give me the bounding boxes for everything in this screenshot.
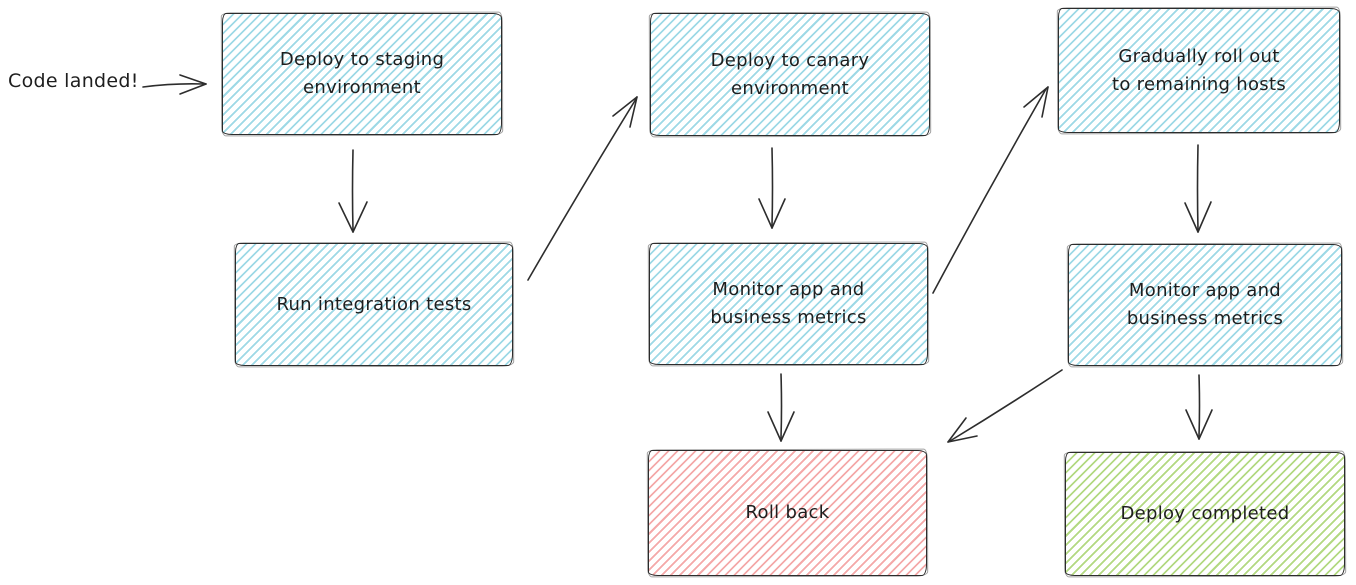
arrow-deploy-staging-to-run-tests (338, 149, 368, 233)
node-deploy-staging: Deploy to staging environment (222, 13, 502, 135)
arrow-monitor-canary-to-gradual-rollout (932, 86, 1049, 294)
node-deploy-canary: Deploy to canary environment (650, 13, 930, 136)
arrow-monitor-rollout-to-deploy-completed (1185, 374, 1213, 440)
node-gradual-rollout: Gradually roll out to remaining hosts (1058, 8, 1340, 133)
arrow-gradual-rollout-to-monitor-rollout (1184, 144, 1212, 233)
start-label-code-landed: Code landed! (8, 70, 139, 92)
arrow-monitor-canary-to-roll-back (767, 373, 795, 442)
node-monitor-canary-metrics: Monitor app and business metrics (649, 243, 928, 365)
arrow-deploy-canary-to-monitor-canary (758, 147, 786, 229)
arrow-code-landed-to-deploy-staging (142, 74, 207, 95)
node-monitor-rollout-metrics: Monitor app and business metrics (1068, 244, 1342, 366)
arrow-monitor-rollout-to-roll-back (947, 369, 1063, 443)
node-deploy-completed: Deploy completed (1065, 452, 1345, 576)
node-roll-back: Roll back (648, 450, 927, 576)
node-run-integration-tests: Run integration tests (235, 243, 513, 366)
arrow-run-tests-to-deploy-canary (527, 96, 638, 281)
